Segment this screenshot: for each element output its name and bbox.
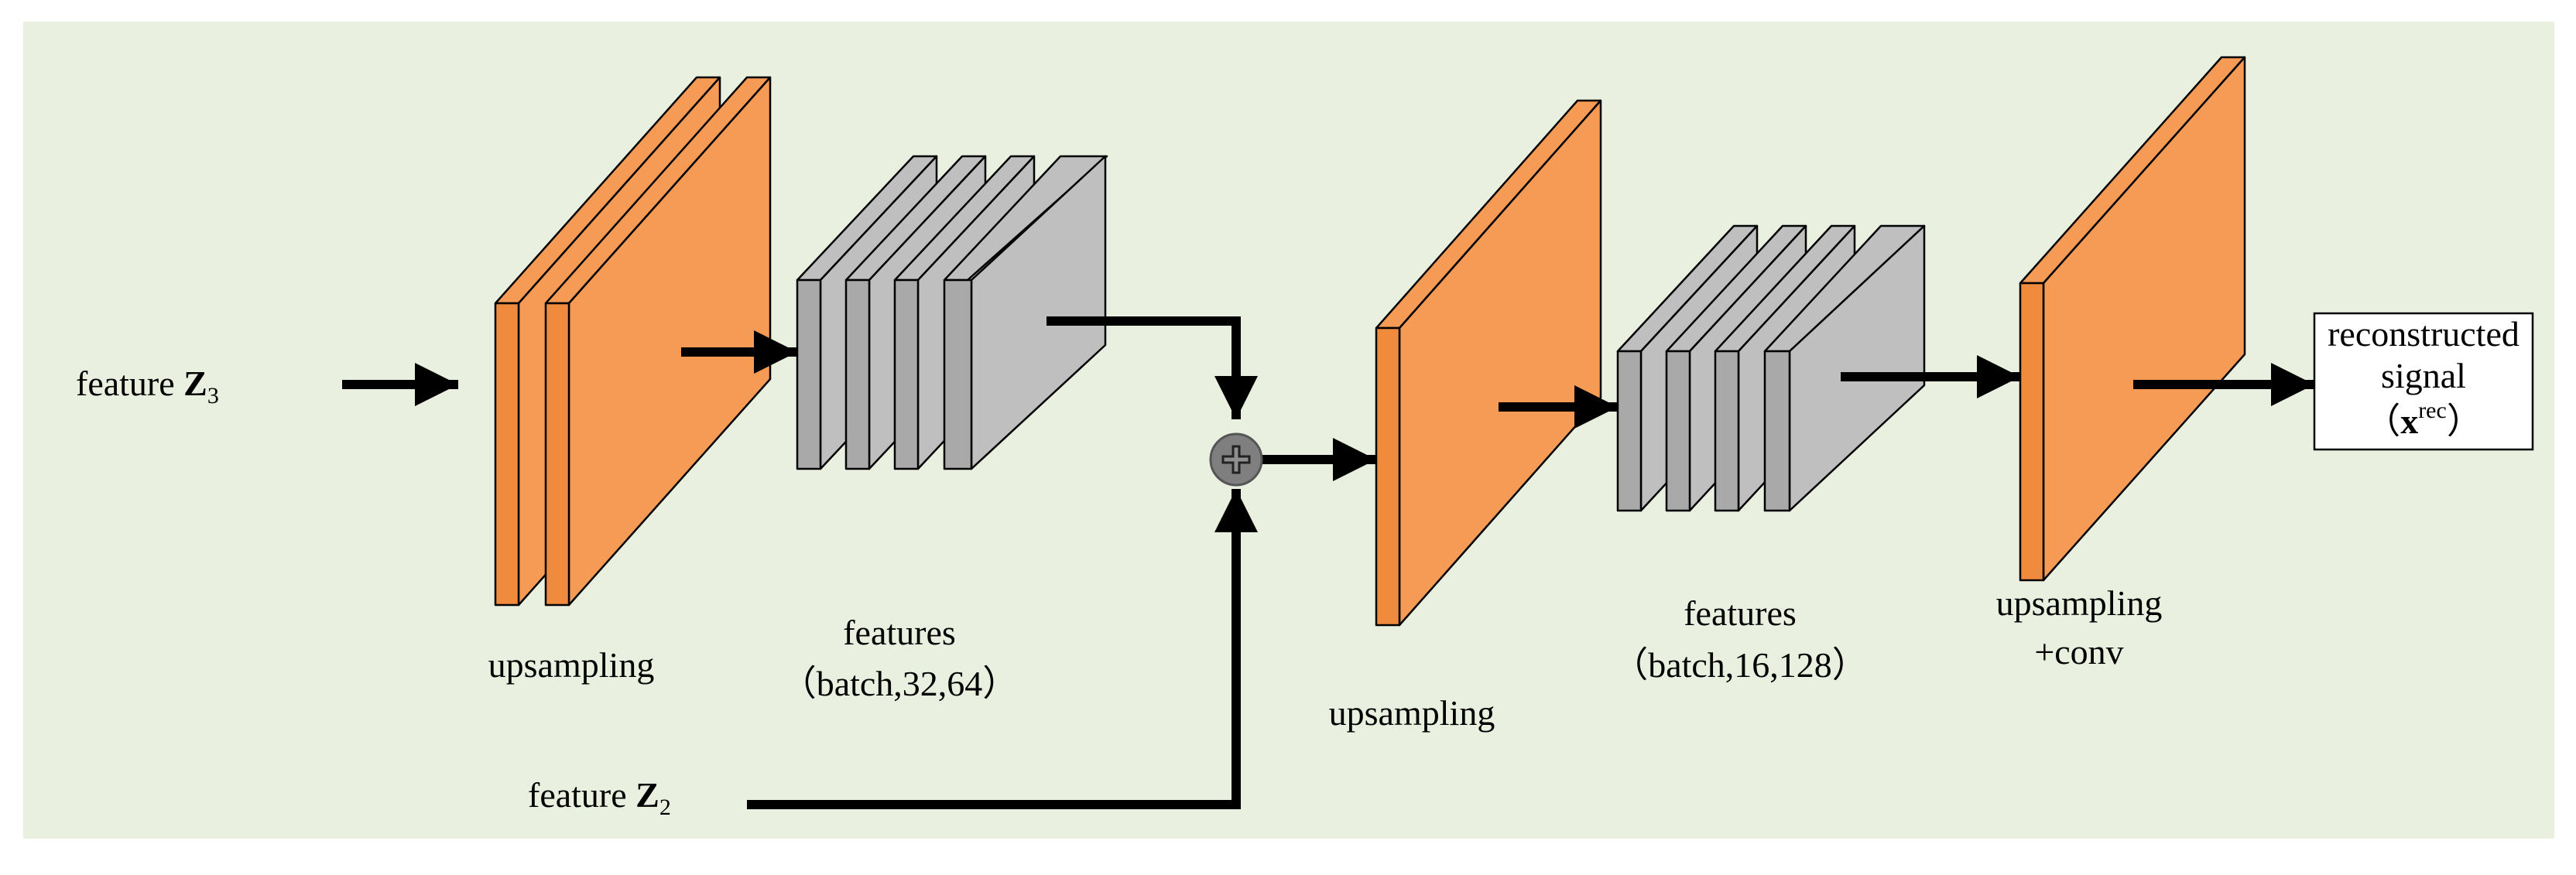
features-label-2: features xyxy=(1684,593,1797,633)
input-z3-prefix: feature xyxy=(76,364,183,403)
output-superscript: rec xyxy=(2418,398,2447,423)
orange-slab xyxy=(2019,56,2246,582)
input-z3-symbol: Z xyxy=(183,364,207,403)
arrow-down-icon xyxy=(1046,316,1258,419)
input-z2-prefix: feature xyxy=(528,775,635,815)
upsampling-label-2: upsampling xyxy=(1329,693,1495,733)
features-shape-label-1: （batch,32,64） xyxy=(781,664,1019,703)
upsampling-conv-label: upsampling xyxy=(1996,583,2163,623)
plus-circle-icon xyxy=(1209,432,1263,487)
input-z2-label: feature Z2 xyxy=(528,775,671,820)
features-block-2 xyxy=(1616,224,1926,512)
features-shape-label-2: （batch,16,128） xyxy=(1612,645,1868,685)
output-close-paren: ） xyxy=(2447,402,2482,441)
upsampling-block-2 xyxy=(1375,99,1602,627)
output-symbol-x: x xyxy=(2400,402,2418,441)
input-z3-subscript: 3 xyxy=(207,383,219,408)
features-label-1: features xyxy=(843,613,956,652)
gray-slab xyxy=(943,155,1108,470)
upsampling-label-1: upsampling xyxy=(488,645,655,685)
upsampling-conv-block xyxy=(2019,56,2246,582)
output-label-line2: signal xyxy=(2381,356,2466,395)
input-z2-symbol: Z xyxy=(635,775,659,815)
output-open-paren: （ xyxy=(2365,402,2400,441)
output-symbol: （xrec） xyxy=(2365,398,2482,441)
input-z2-subscript: 2 xyxy=(659,795,671,820)
features-block-1 xyxy=(796,155,1108,470)
orange-slab xyxy=(1375,99,1602,627)
orange-slab xyxy=(544,76,772,607)
arrows xyxy=(342,316,2314,809)
arrow-up-icon xyxy=(747,489,1258,809)
input-z3-label: feature Z3 xyxy=(76,364,219,408)
output-label-line1: reconstructed xyxy=(2328,314,2519,354)
gray-slab xyxy=(1763,224,1926,512)
upsampling-conv-label-2: +conv xyxy=(2034,632,2123,672)
output-box: reconstructed signal （xrec） xyxy=(2313,312,2534,451)
upsampling-block-1 xyxy=(494,76,772,607)
